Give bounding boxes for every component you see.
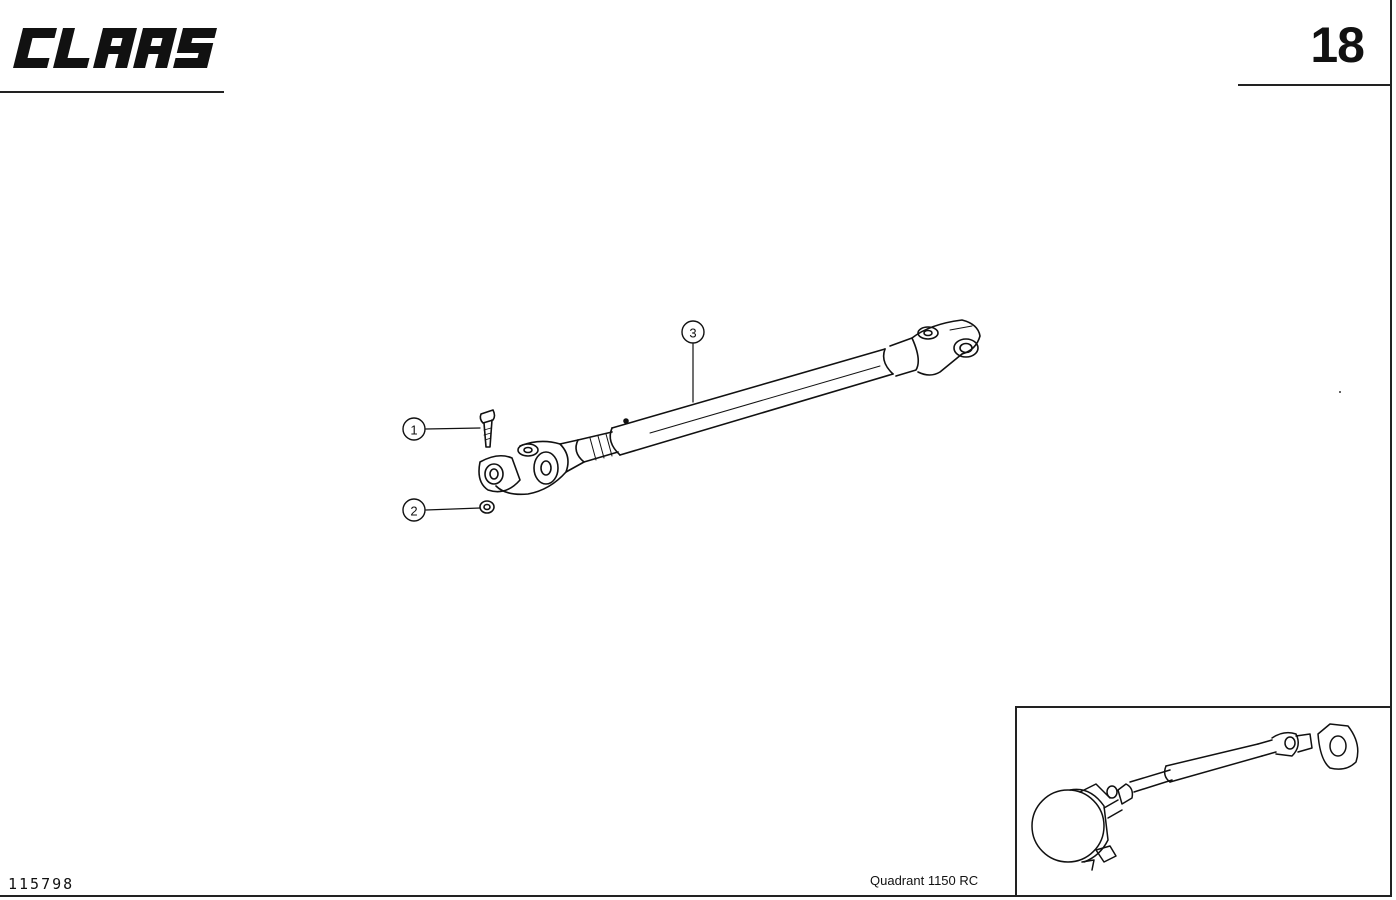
shaft-tube	[577, 348, 894, 463]
callout-2-leader	[425, 507, 481, 511]
page-number-underline	[1238, 84, 1390, 86]
callout-3: 3	[681, 320, 705, 344]
frame-bottom-border	[0, 895, 1392, 897]
machine-model: Quadrant 1150 RC	[870, 873, 979, 888]
callout-1: 1	[402, 417, 426, 441]
callout-1-leader	[425, 427, 481, 430]
document-number: 115798	[8, 875, 75, 893]
right-universal-joint	[882, 319, 981, 377]
claas-logo	[13, 28, 218, 68]
callout-2: 2	[402, 498, 426, 522]
callout-2-label: 2	[410, 504, 417, 519]
logo-underline	[0, 91, 224, 93]
frame-right-border	[1390, 0, 1392, 897]
stray-mark	[1339, 391, 1341, 393]
location-inset-frame	[1015, 706, 1390, 895]
page-number: 18	[1310, 17, 1365, 73]
left-universal-joint	[478, 439, 585, 496]
callout-1-label: 1	[410, 423, 417, 438]
callout-3-label: 3	[689, 326, 696, 341]
nut-part-2	[479, 500, 495, 514]
bolt-part-1	[479, 409, 496, 448]
